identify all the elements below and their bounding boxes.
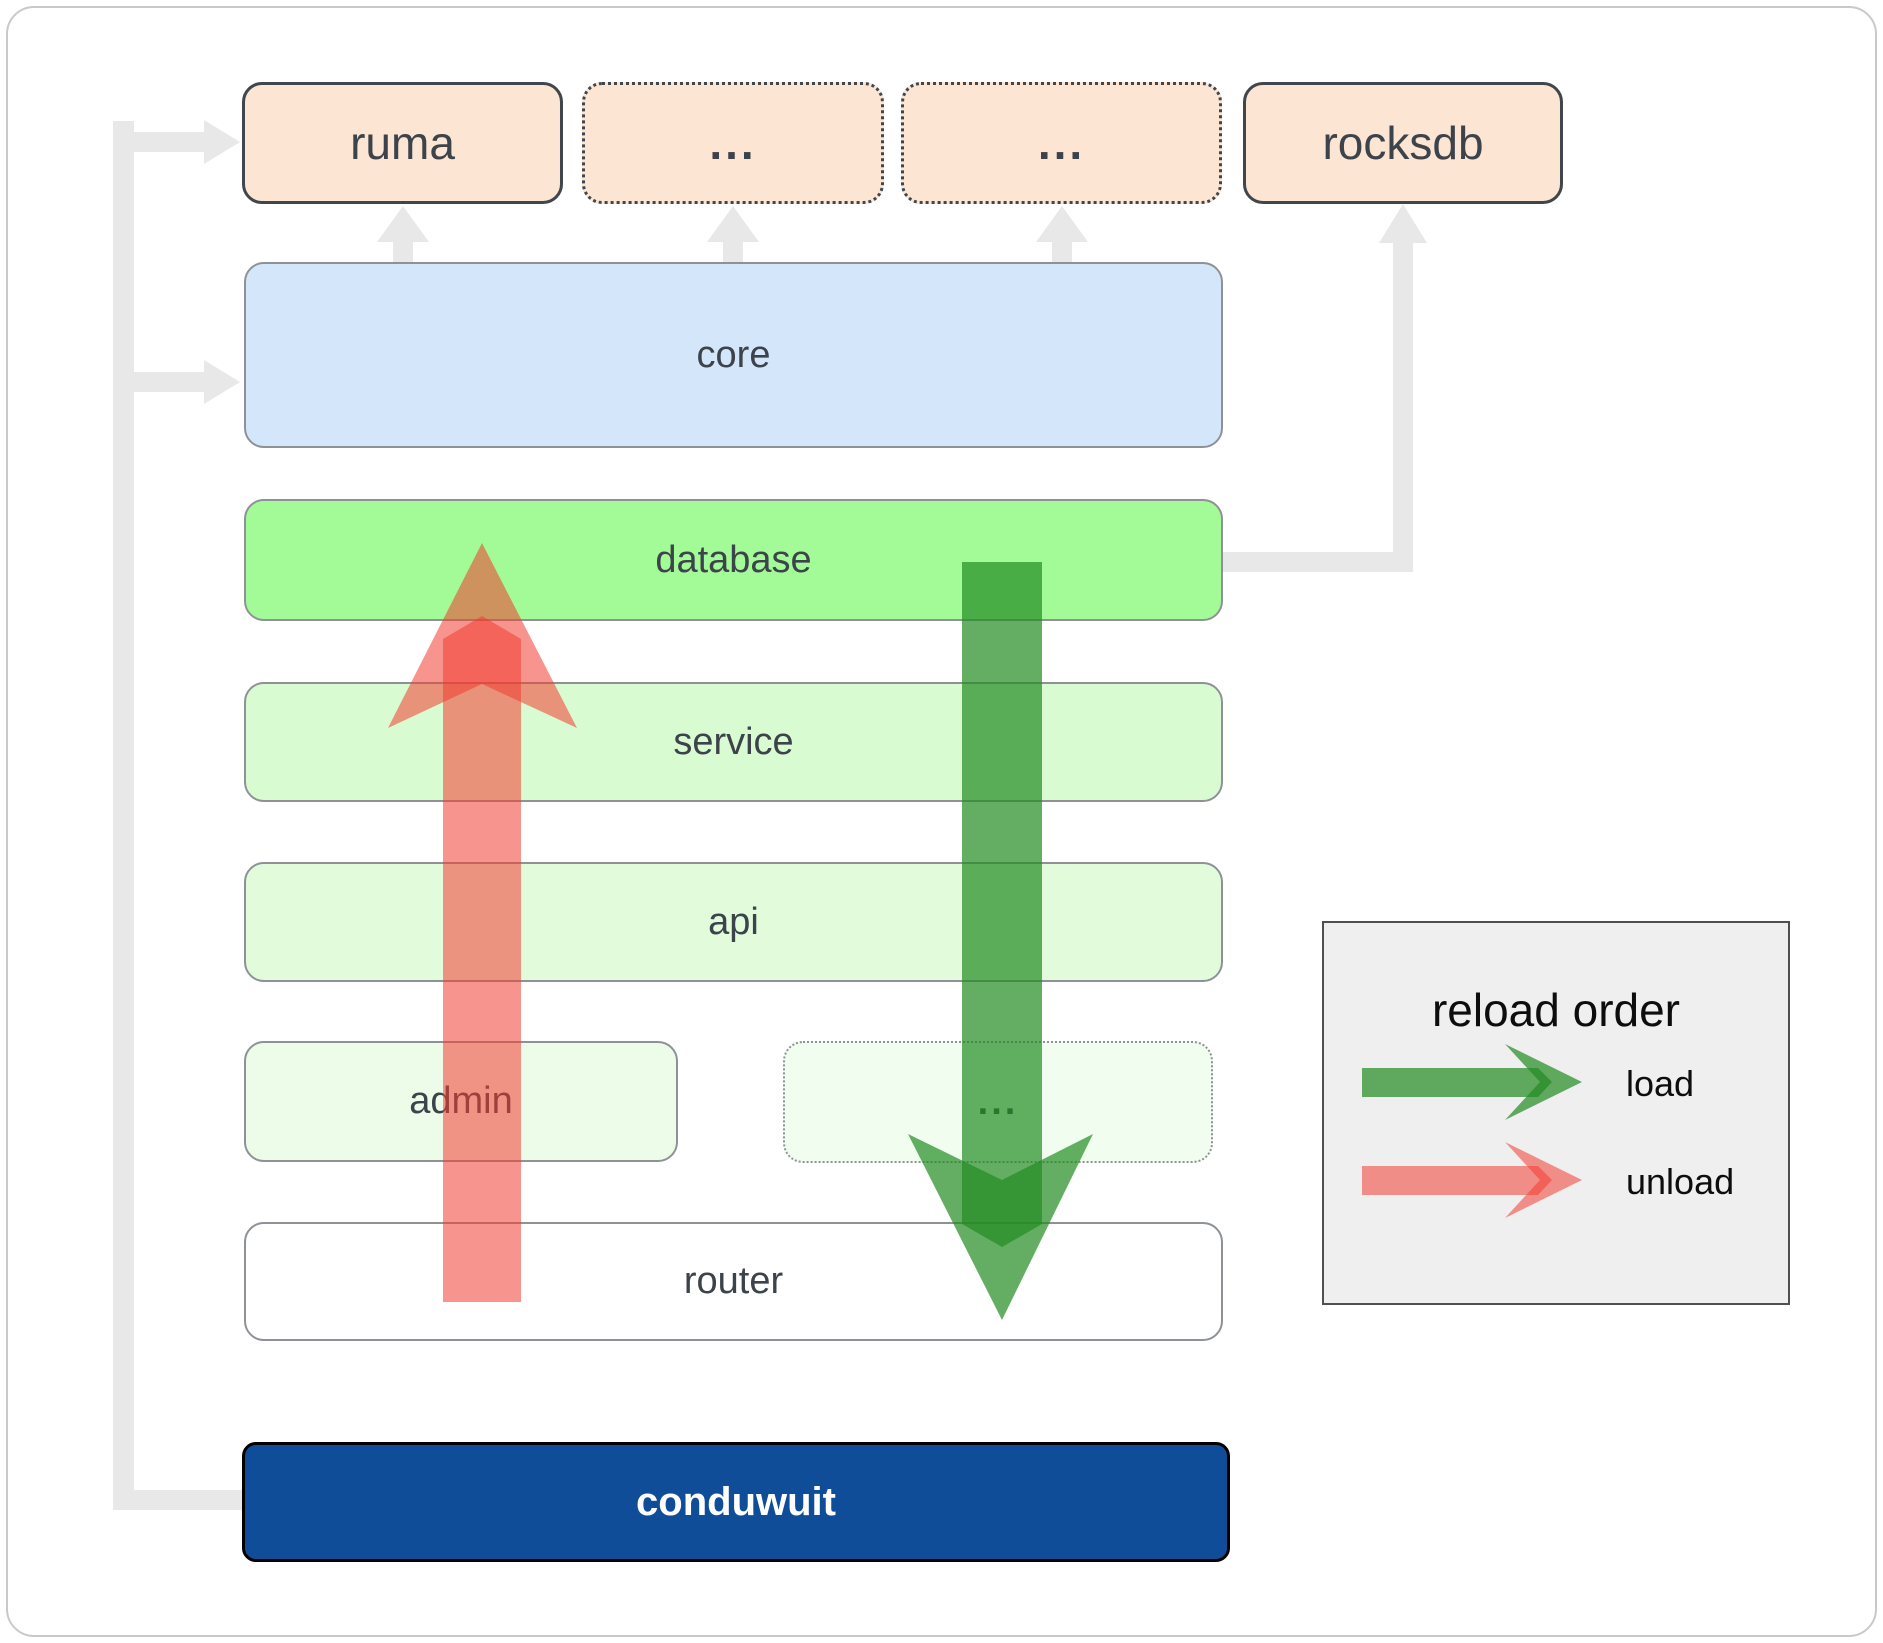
box-api: api bbox=[244, 862, 1223, 982]
box-rocksdb-label: rocksdb bbox=[1322, 117, 1484, 169]
legend-unload-label: unload bbox=[1626, 1161, 1735, 1202]
box-service: service bbox=[244, 682, 1223, 802]
box-crate-more-2-label: ... bbox=[1037, 117, 1086, 169]
box-crate-more-2: ... bbox=[901, 82, 1222, 204]
box-core-label: core bbox=[696, 333, 771, 376]
box-service-label: service bbox=[673, 720, 794, 763]
box-ruma-label: ruma bbox=[350, 117, 455, 169]
box-api-label: api bbox=[708, 900, 759, 943]
box-router: router bbox=[244, 1222, 1223, 1341]
box-rocksdb: rocksdb bbox=[1243, 82, 1563, 204]
box-router-label: router bbox=[683, 1260, 784, 1302]
box-service-more: ... bbox=[783, 1041, 1213, 1163]
legend-load-label: load bbox=[1626, 1063, 1695, 1104]
box-core: core bbox=[244, 262, 1223, 448]
box-database: database bbox=[244, 499, 1223, 621]
box-crate-more-1-label: ... bbox=[709, 117, 757, 169]
box-conduwuit-label: conduwuit bbox=[636, 1479, 836, 1524]
box-ruma: ruma bbox=[242, 82, 563, 204]
legend-title: reload order bbox=[1431, 984, 1681, 1036]
box-crate-more-1: ... bbox=[582, 82, 884, 204]
box-admin-label: admin bbox=[409, 1080, 513, 1122]
box-admin: admin bbox=[244, 1041, 678, 1162]
legend: reload order load unload bbox=[1322, 921, 1790, 1305]
box-database-label: database bbox=[655, 538, 812, 581]
box-conduwuit: conduwuit bbox=[242, 1442, 1230, 1562]
box-service-more-label: ... bbox=[977, 1080, 1019, 1123]
